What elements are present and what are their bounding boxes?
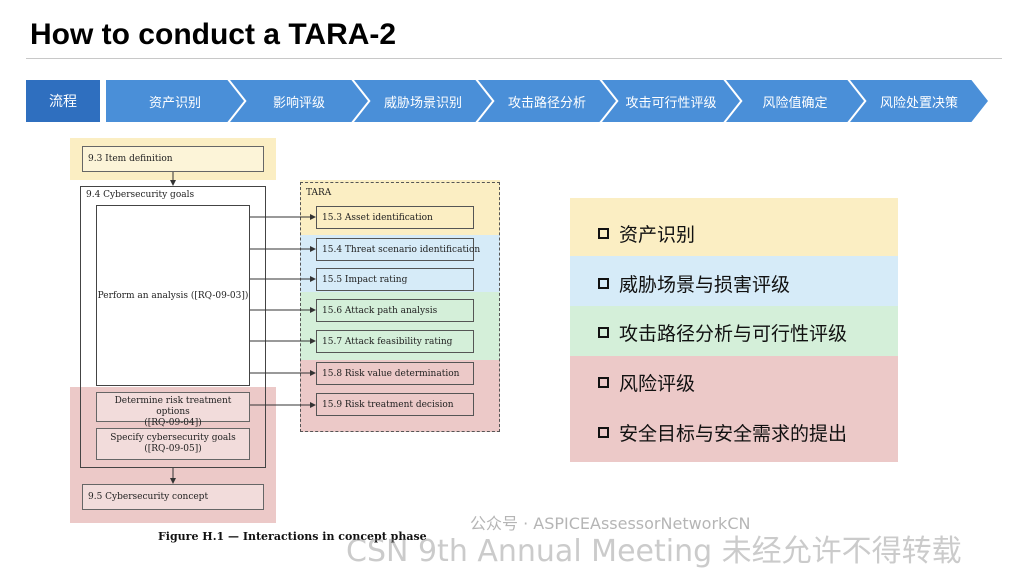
summary-row-yellow (570, 198, 898, 256)
summary-item: 安全目标与安全需求的提出 (598, 419, 847, 446)
specify-goals-label: Specify cybersecurity goals (110, 433, 236, 443)
summary-row-red (570, 356, 898, 462)
process-start: 流程 (26, 80, 100, 122)
tara-item: 15.3 Asset identification (316, 206, 474, 229)
process-bar: 流程 资产识别 影响评级 威胁场景识别 攻击路径分析 攻击可行性评级 风险值确定… (26, 80, 992, 122)
figure-caption: Figure H.1 — Interactions in concept pha… (158, 530, 427, 543)
process-step: 风险处置决策 (850, 80, 988, 122)
watermark-account: 公众号 · ASPICEAssessorNetworkCN (470, 514, 751, 533)
process-step: 风险值确定 (726, 80, 864, 122)
tara-item: 15.5 Impact rating (316, 268, 474, 291)
determine-risk-req: ([RQ-09-04]) (144, 418, 202, 428)
zone-risk (70, 387, 276, 523)
tara-label: TARA (306, 188, 332, 198)
cybersecurity-goals-box (80, 186, 266, 468)
perform-analysis-label: Perform an analysis ([RQ-09-03]) (97, 290, 249, 301)
zone-tara-risk (300, 360, 500, 432)
cybersecurity-goals-label: 9.4 Cybersecurity goals (86, 190, 195, 200)
zone-tara-asset (300, 180, 500, 235)
item-definition-box: 9.3 Item definition (82, 146, 264, 172)
checkbox-icon (598, 228, 609, 239)
specify-goals-req: ([RQ-09-05]) (144, 444, 202, 454)
watermark-meeting: CSN 9th Annual Meeting 未经允许不得转载 (346, 534, 962, 569)
process-step: 威胁场景识别 (354, 80, 492, 122)
summary-item: 资产识别 (598, 220, 695, 247)
cybersecurity-concept-label: 9.5 Cybersecurity concept (88, 492, 209, 502)
checkbox-icon (598, 427, 609, 438)
process-step: 资产识别 (106, 80, 244, 122)
summary-row-blue (570, 256, 898, 306)
process-step: 攻击可行性评级 (602, 80, 740, 122)
tara-item: 15.8 Risk value determination (316, 362, 474, 385)
tara-item: 15.4 Threat scenario identification (316, 238, 480, 261)
zone-tara-attack (300, 292, 500, 360)
determine-risk-label: Determine risk treatment options (114, 396, 232, 417)
determine-risk-box: Determine risk treatment options ([RQ-09… (96, 392, 250, 428)
tara-item: 15.9 Risk treatment decision (316, 393, 474, 416)
checkbox-icon (598, 278, 609, 289)
summary-item: 风险评级 (598, 369, 695, 396)
summary-item: 攻击路径分析与可行性评级 (598, 319, 847, 346)
cybersecurity-concept-box: 9.5 Cybersecurity concept (82, 484, 264, 510)
summary-item: 威胁场景与损害评级 (598, 270, 790, 297)
specify-goals-box: Specify cybersecurity goals ([RQ-09-05]) (96, 428, 250, 460)
zone-tara-threat (300, 235, 500, 292)
tara-item: 15.6 Attack path analysis (316, 299, 474, 322)
page-title: How to conduct a TARA-2 (30, 18, 397, 51)
perform-analysis-box: Perform an analysis ([RQ-09-03]) (96, 205, 250, 386)
process-step: 攻击路径分析 (478, 80, 616, 122)
title-divider (26, 58, 1002, 59)
tara-container (300, 182, 500, 432)
tara-item: 15.7 Attack feasibility rating (316, 330, 474, 353)
summary-row-green (570, 306, 898, 356)
checkbox-icon (598, 327, 609, 338)
item-definition-label: 9.3 Item definition (88, 154, 173, 164)
process-step: 影响评级 (230, 80, 368, 122)
checkbox-icon (598, 377, 609, 388)
